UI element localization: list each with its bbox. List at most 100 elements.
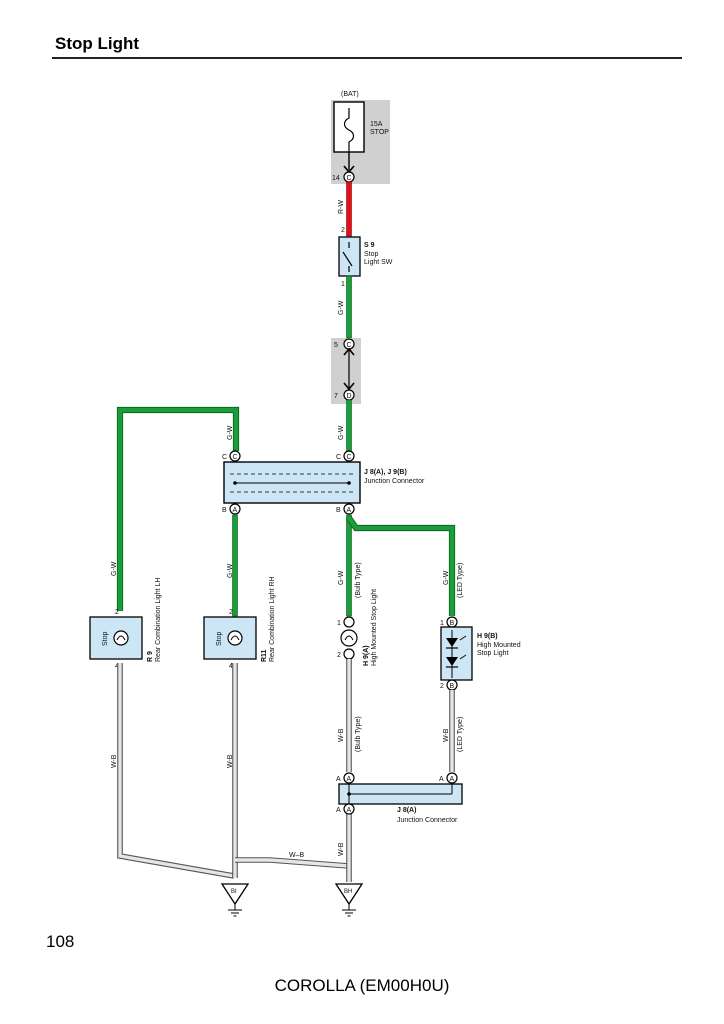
gray-wire-group (117, 659, 455, 882)
sw-pin-in: 2 (341, 227, 345, 234)
ground-icon-right (334, 883, 364, 906)
bulb-type-top: (Bulb Type) (355, 562, 362, 598)
j8a-name: Junction Connector (397, 817, 458, 824)
h9a-pin-bottom-num: 2 (337, 652, 341, 659)
led-icon-2 (446, 657, 458, 666)
j8a-pin-bottom (343, 803, 355, 815)
title-rule (52, 57, 682, 59)
r11-pin-top: 2 (229, 609, 233, 616)
r9-inner-label: Stop (102, 631, 109, 646)
inline-pin-bottom-number: 7 (334, 393, 338, 400)
h9a-pin-bottom (343, 648, 355, 660)
r11-filament (230, 635, 240, 641)
r11-id: R11 (261, 649, 268, 662)
jc-pin-a-right-letter: A (347, 507, 352, 514)
jc-pin-a-left (229, 503, 241, 515)
j8a-pin-top-right (446, 772, 458, 784)
j8a-pin-top-right-label: A (439, 776, 444, 783)
jc-node-right (347, 481, 351, 485)
r11-pin-bottom: 4 (229, 663, 233, 670)
h9a-pin-top-num: 1 (337, 620, 341, 627)
j8a-pin-top-left-letter: A (347, 776, 352, 783)
r9-bulb-icon (113, 630, 129, 646)
h9a-filament (344, 635, 354, 641)
wb-wire-r9-inner (118, 663, 235, 878)
page-title: Stop Light (55, 34, 140, 53)
jc-b-left-label: B (222, 507, 227, 514)
jc-pin-a-left-letter: A (233, 507, 238, 514)
fuse-pin-number: 14 (332, 175, 340, 182)
page-number: 108 (46, 932, 75, 951)
r11-name: Rear Combination Light RH (269, 576, 276, 662)
green-wire-r11 (232, 514, 238, 617)
g-w-label-4: G-W (227, 563, 234, 578)
sw-name-2: Light SW (364, 259, 393, 266)
w-b-label-3: W-B (338, 728, 345, 742)
fuse-icon (343, 108, 355, 152)
model-code: COROLLA (EM00H0U) (274, 976, 450, 995)
g-w-label-2: G-W (338, 425, 345, 440)
r9-name: Rear Combination Light LH (155, 578, 162, 662)
jc-pin-a-right (343, 503, 355, 515)
green-loop-left-fill (117, 407, 239, 611)
r11-bulb-icon (227, 630, 243, 646)
ground-label-left: BI (231, 889, 237, 895)
led-type-bottom: (LED Type) (457, 717, 464, 752)
inline-pin-top-letter: C (347, 342, 352, 349)
led-ray-icon (459, 635, 467, 660)
w-b-label-4: W-B (443, 728, 450, 742)
g-w-label-1: G-W (338, 300, 345, 315)
red-wire (346, 181, 352, 237)
green-wire-to-jc (346, 399, 352, 452)
w-b-label-5: W-B (338, 842, 345, 856)
g-w-label-6: G-W (443, 570, 450, 585)
w-b-label-1: W-B (111, 754, 118, 768)
chevron-down-icon-2 (343, 382, 355, 391)
h9a-id: H 9(A) (363, 645, 370, 666)
sw-pin-out: 1 (341, 281, 345, 288)
h9b-pin-top-num: 1 (440, 620, 444, 627)
wb-wire-r9 (117, 663, 235, 879)
j8a-pin-top-right-letter: A (450, 776, 455, 783)
inline-pin-top-number: 5 (334, 342, 338, 349)
h9b-name-2: Stop Light (477, 650, 509, 657)
j8a-pin-bottom-label: A (336, 807, 341, 814)
green-loop-left (116, 406, 240, 611)
ground-label-right: BH (344, 889, 352, 895)
j8a-pin-top-left (343, 772, 355, 784)
g-w-label-3: G-W (227, 425, 234, 440)
w-b-label-2: W-B (227, 754, 234, 768)
h9b-body (440, 626, 473, 681)
led-icon-1 (446, 638, 458, 647)
jc-node-left (233, 481, 237, 485)
bulb-type-bottom: (Bulb Type) (355, 716, 362, 752)
switch-blade (342, 251, 353, 267)
green-wire-sw-out (346, 275, 352, 339)
j8a-pin-bottom-letter: A (347, 807, 352, 814)
fuse-pin-letter: C (347, 175, 352, 182)
w-b-label-ground: W–B (289, 852, 305, 859)
jc-pin-c-right (343, 450, 355, 462)
green-wire-h9b-outer (346, 516, 456, 616)
h9a-name: High Mounted Stop Light (371, 589, 378, 666)
bat-label: (BAT) (341, 91, 359, 98)
g-w-label-7: G-W (111, 561, 118, 576)
green-wire-h9b (347, 516, 455, 616)
fuse-name: STOP (370, 129, 389, 136)
jc-pin-c-left (229, 450, 241, 462)
fuse-rating: 15A (370, 121, 383, 128)
jc-pin-c-right-letter: C (347, 454, 352, 461)
h9a-bulb-icon (340, 629, 358, 647)
sw-id: S 9 (364, 242, 375, 249)
jc-b-right-label: B (336, 507, 341, 514)
green-wire-h9a (346, 514, 352, 617)
ground-icon-left (220, 883, 250, 906)
r9-filament (116, 635, 126, 641)
inline-pin-bottom-letter: D (347, 393, 352, 400)
jc-c-right-label: C (336, 454, 341, 461)
h9b-pin-top-letter: B (450, 620, 455, 627)
jc-name: Junction Connector (364, 478, 425, 485)
jc-label: J 8(A), J 9(B) (364, 469, 407, 476)
g-w-label-5: G-W (338, 570, 345, 585)
h9b-pin-bottom-letter: B (450, 683, 455, 690)
